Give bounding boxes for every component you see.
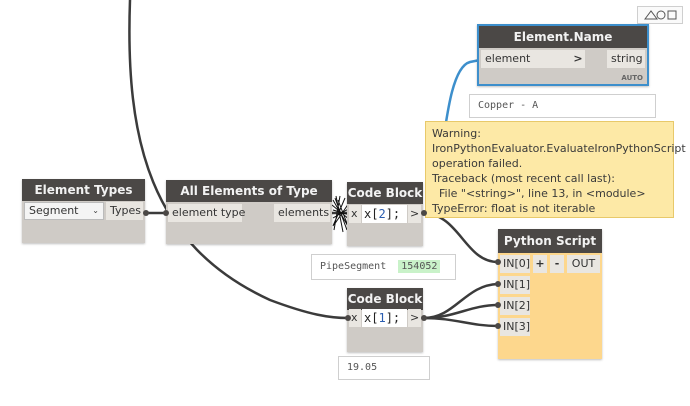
code-block-node-2[interactable]: Code Block x x[1]; > — [347, 288, 423, 352]
zoom-extents-button[interactable] — [637, 6, 683, 24]
wire-codeblock2-to-in1[interactable] — [423, 282, 499, 320]
warning-line: File "<string>", line 13, in <module> — [432, 187, 646, 200]
input-port-in0[interactable]: IN[0] — [500, 255, 530, 273]
element-type-dropdown[interactable]: Segment ⌄ — [24, 202, 104, 220]
warning-title: Warning: — [432, 127, 481, 140]
connector-dot — [495, 302, 501, 308]
code-text: ]; — [385, 311, 401, 325]
input-port-in2[interactable]: IN[2] — [500, 297, 530, 315]
python-script-node[interactable]: Python Script IN[0] + - OUT IN[1] IN[2] … — [498, 229, 602, 359]
wire-codeblock2-to-in2[interactable] — [423, 303, 499, 320]
warning-tooltip: Warning: IronPythonEvaluator.EvaluateIro… — [425, 121, 686, 218]
lacing-badge: AUTO — [621, 74, 643, 82]
chevron-down-icon: ⌄ — [92, 206, 99, 215]
input-port-element[interactable]: element — [481, 50, 573, 68]
warning-line: IronPythonEvaluator.EvaluateIronPythonSc… — [432, 142, 686, 155]
port-arrow-icon[interactable]: > — [571, 50, 585, 68]
output-port-code-1[interactable]: > — [408, 205, 421, 223]
preview-text: 19.05 — [347, 362, 378, 373]
input-port-x[interactable]: x — [349, 205, 361, 223]
code-editor[interactable]: x[1]; — [362, 309, 407, 327]
code-block-node-1[interactable]: Code Block x x[2]; > — [347, 182, 423, 246]
code-index: 2 — [378, 207, 386, 221]
add-input-button[interactable]: + — [533, 255, 547, 273]
code-text: x[ — [364, 311, 379, 325]
wire-codeblock2-to-in3[interactable] — [423, 316, 499, 328]
input-port-in3[interactable]: IN[3] — [500, 318, 530, 336]
code-block-1-preview: PipeSegment 154052 — [311, 254, 456, 280]
node-title: Python Script — [498, 229, 602, 253]
connector-dot — [421, 210, 427, 216]
input-port-in1[interactable]: IN[1] — [500, 276, 530, 294]
zoom-extents-icon — [644, 10, 677, 20]
code-block-2-preview: 19.05 — [338, 356, 430, 380]
input-port-element-type[interactable]: element type — [168, 204, 245, 222]
node-title: Element.Name — [479, 26, 647, 48]
element-types-node[interactable]: Element Types Segment ⌄ Types — [22, 179, 145, 243]
node-title: All Elements of Type — [166, 180, 332, 202]
output-port-elements[interactable]: elements — [274, 204, 330, 222]
output-port-code-2[interactable]: > — [408, 309, 421, 327]
all-elements-of-type-node[interactable]: All Elements of Type element type elemen… — [166, 180, 332, 244]
code-text: ]; — [385, 207, 401, 221]
warning-line: operation failed. — [432, 157, 523, 170]
output-port-out[interactable]: OUT — [567, 255, 600, 273]
connector-dot — [495, 281, 501, 287]
output-port-string[interactable]: string — [607, 50, 645, 68]
code-editor[interactable]: x[2]; — [362, 205, 407, 223]
code-index: 1 — [378, 311, 386, 325]
element-name-node[interactable]: Element.Name element > string AUTO — [477, 24, 649, 86]
element-name-preview: Copper - A — [469, 94, 656, 118]
warning-line: TypeError: float is not iterable — [432, 202, 596, 215]
connector-dot — [345, 315, 351, 321]
connector-dot — [163, 210, 169, 216]
warning-line: Traceback (most recent call last): — [432, 172, 615, 185]
node-title: Code Block — [347, 288, 423, 310]
input-port-x[interactable]: x — [349, 309, 361, 327]
connector-dot — [495, 259, 501, 265]
connector-dot — [143, 210, 149, 216]
node-title: Element Types — [22, 179, 145, 201]
node-title: Code Block — [347, 182, 423, 204]
preview-label: PipeSegment — [320, 261, 387, 272]
connector-dot — [495, 323, 501, 329]
preview-value: 154052 — [398, 260, 441, 273]
output-port-types[interactable]: Types — [106, 202, 143, 220]
code-text: x[ — [364, 207, 379, 221]
preview-text: Copper - A — [478, 100, 539, 111]
dropdown-value: Segment — [29, 204, 79, 217]
remove-input-button[interactable]: - — [550, 255, 564, 273]
connector-dot — [421, 315, 427, 321]
